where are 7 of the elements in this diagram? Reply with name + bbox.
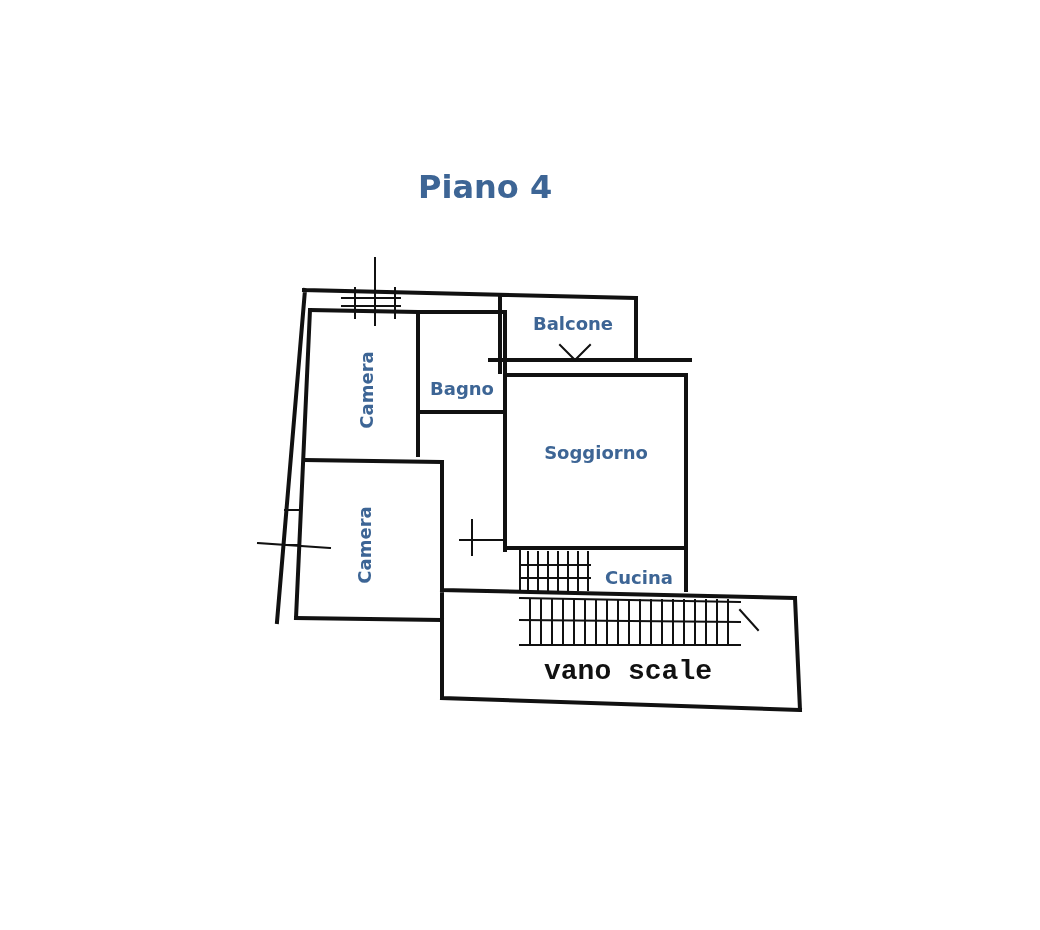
room-label: Soggiorno bbox=[544, 441, 648, 463]
plan-title: Piano 4 bbox=[418, 168, 553, 206]
room-label: Camera bbox=[355, 351, 377, 429]
room-label: Cucina bbox=[605, 566, 673, 588]
room-label: Balcone bbox=[532, 312, 614, 334]
room-label: Bagno bbox=[430, 377, 494, 399]
room-label: Camera bbox=[353, 506, 375, 584]
